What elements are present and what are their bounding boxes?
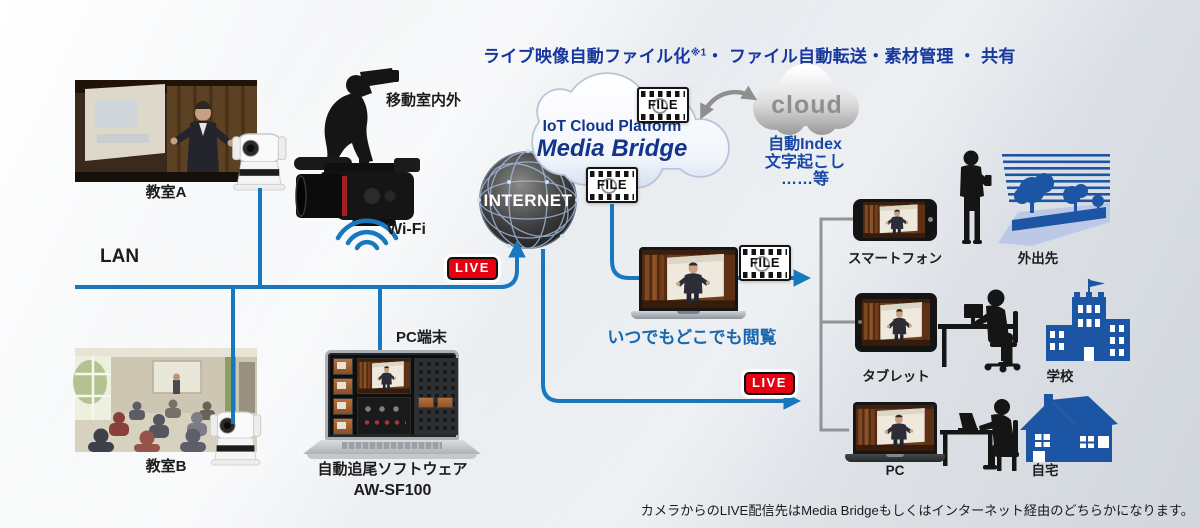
film-sprockets xyxy=(590,193,634,200)
label-smartphone: スマートフォン xyxy=(847,251,943,266)
viewing-caption: いつでもどこでも閲覧 xyxy=(607,328,777,347)
external-cloud: cloud xyxy=(753,64,859,135)
label-location-out: 外出先 xyxy=(1017,251,1059,266)
preview-thumbnail xyxy=(437,397,453,408)
laptop-foot xyxy=(307,454,477,459)
film-sprockets xyxy=(590,170,634,177)
lan-line xyxy=(75,239,526,289)
phone-camera-dot xyxy=(928,217,933,222)
label-tracking-software: 自動追尾ソフトウェア AW-SF100 xyxy=(295,461,490,500)
film-sprockets xyxy=(641,113,685,120)
label-classroom-b: 教室B xyxy=(145,458,187,475)
smartphone-device xyxy=(853,199,937,241)
photo-classroom-a xyxy=(75,80,257,182)
tablet-video xyxy=(862,299,930,346)
laptop-video xyxy=(642,250,735,308)
label-location-school: 学校 xyxy=(1046,369,1074,384)
file-icon: FILE xyxy=(586,167,638,203)
location-home-illustration xyxy=(940,394,1118,471)
film-reel-circle xyxy=(754,255,770,272)
cloud-services-text: 自動Index 文字起こし ……等 xyxy=(744,136,866,189)
film-reel-circle xyxy=(601,177,617,194)
viewing-laptop xyxy=(631,247,746,319)
house xyxy=(1020,394,1118,462)
camera-thumbnail xyxy=(333,398,353,415)
cloud-label: cloud xyxy=(771,91,843,119)
preview-thumbnail xyxy=(418,397,434,408)
person-standing-silhouette xyxy=(960,150,992,244)
file-label: FILE xyxy=(596,177,628,193)
laptop-video xyxy=(856,405,934,451)
video-scene xyxy=(358,359,410,393)
laptop-keyboard-base xyxy=(303,440,481,454)
file-label: FILE xyxy=(647,97,679,113)
tablet-camera-dot xyxy=(857,320,862,324)
tracking-software-name: 自動追尾ソフトウェア xyxy=(317,461,468,478)
media-bridge-logo: Media Bridge xyxy=(537,135,688,162)
video-scene xyxy=(856,405,934,451)
service-auto-index: 自動Index xyxy=(768,136,842,153)
connectors xyxy=(75,188,812,424)
internet-label: INTERNET xyxy=(484,191,573,210)
service-etc: ……等 xyxy=(780,171,829,188)
film-reel-circle xyxy=(652,97,668,114)
location-out-illustration xyxy=(960,150,1110,246)
video-scene xyxy=(642,250,735,308)
title-part1: ライブ映像自動ファイル化 xyxy=(483,47,691,66)
file-label: FILE xyxy=(749,255,781,271)
camera-thumbnail xyxy=(333,358,353,375)
label-mobile: 移動室内外 xyxy=(386,92,462,109)
label-pc: PC xyxy=(885,463,905,478)
control-panel xyxy=(357,397,411,435)
pc-device xyxy=(845,402,945,462)
camera-thumbnail xyxy=(333,378,353,395)
internet-live-path xyxy=(541,249,802,410)
person-laptop-silhouette xyxy=(940,399,1019,471)
program-monitor xyxy=(357,358,411,394)
camera-thumbnail xyxy=(333,418,353,435)
video-scene xyxy=(863,202,925,238)
title-part2: ・ ファイル自動転送・素材管理 ・ 共有 xyxy=(706,47,1016,66)
page-title: ライブ映像自動ファイル化※1・ ファイル自動転送・素材管理 ・ 共有 xyxy=(483,42,1016,67)
video-scene xyxy=(862,299,930,346)
tracking-software-ui xyxy=(330,355,458,435)
label-pc-terminal: PC端末 xyxy=(396,329,447,346)
person-desk-silhouette xyxy=(938,289,1021,373)
file-icon: FILE xyxy=(637,87,689,123)
wifi-icon xyxy=(335,218,399,251)
tablet-device xyxy=(855,293,937,352)
film-sprockets xyxy=(743,271,787,278)
internet-globe: INTERNET xyxy=(477,149,579,249)
file-transfer-path xyxy=(610,204,812,287)
tracking-software-laptop xyxy=(303,350,481,460)
title-footnote-mark: ※1 xyxy=(690,47,707,59)
school-building xyxy=(1046,279,1130,361)
label-classroom-a: 教室A xyxy=(145,184,187,201)
camcorder xyxy=(294,157,420,226)
laptop-base xyxy=(845,454,945,462)
location-school-illustration xyxy=(938,279,1130,373)
tracking-software-model: AW-SF100 xyxy=(353,482,432,499)
service-transcription: 文字起こし xyxy=(764,153,845,171)
live-badge: LIVE xyxy=(744,372,795,396)
film-sprockets xyxy=(641,90,685,97)
phone-video xyxy=(863,202,925,238)
label-wifi: Wi-Fi xyxy=(387,221,426,238)
outdoor-scene xyxy=(998,154,1110,246)
label-lan: LAN xyxy=(100,246,140,267)
cloud-exchange-arrow xyxy=(700,85,758,120)
device-bracket xyxy=(819,217,857,432)
file-icon: FILE xyxy=(739,245,791,281)
button-grid xyxy=(414,358,458,435)
footnote: カメラからのLIVE配信先はMedia Bridgeもしくはインターネット経由の… xyxy=(640,503,1194,518)
laptop-screen xyxy=(325,350,459,440)
laptop-base xyxy=(631,311,746,319)
label-location-home: 自宅 xyxy=(1031,463,1059,478)
label-tablet: タブレット xyxy=(862,369,930,384)
live-badge: LIVE xyxy=(447,257,498,281)
film-sprockets xyxy=(743,248,787,255)
